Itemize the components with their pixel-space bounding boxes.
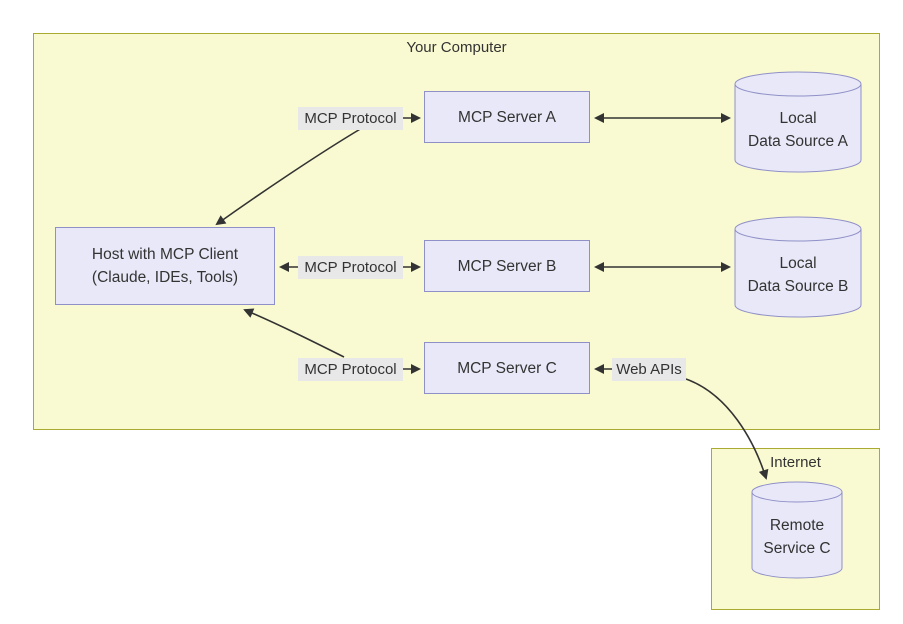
node-local-data-source-a-line2: Data Source A bbox=[748, 132, 848, 150]
node-local-data-source-b-line1: Local bbox=[779, 255, 817, 272]
database-cylinder-b bbox=[734, 216, 862, 318]
arrow-label-c-to-host bbox=[243, 308, 345, 358]
node-local-data-source-a-line1: Local bbox=[779, 110, 817, 127]
node-mcp-server-c: MCP Server C bbox=[424, 342, 590, 394]
node-mcp-server-b-label: MCP Server B bbox=[457, 257, 557, 275]
edge-label-mcp-protocol-a: MCP Protocol bbox=[298, 107, 403, 130]
group-internet: Internet bbox=[711, 448, 880, 610]
node-remote-service-c-line2: Service C bbox=[763, 539, 831, 557]
group-internet-title: Internet bbox=[770, 454, 821, 471]
edge-label-web-apis: Web APIs bbox=[612, 358, 686, 381]
node-local-data-source-a: Local Data Source A bbox=[735, 84, 861, 172]
node-mcp-server-a: MCP Server A bbox=[424, 91, 590, 143]
group-your-computer-title: Your Computer bbox=[406, 39, 507, 56]
node-remote-service-c: Remote Service C bbox=[752, 492, 842, 578]
arrow-host-to-label-a bbox=[215, 127, 363, 226]
node-local-data-source-b: Local Data Source B bbox=[735, 229, 861, 317]
database-cylinder-a bbox=[734, 71, 862, 173]
node-mcp-server-b: MCP Server B bbox=[424, 240, 590, 292]
node-mcp-server-a-label: MCP Server A bbox=[458, 108, 556, 126]
edge-label-mcp-protocol-b: MCP Protocol bbox=[298, 256, 403, 279]
node-local-data-source-b-line2: Data Source B bbox=[747, 277, 849, 295]
database-cylinder-remote bbox=[751, 481, 843, 579]
node-host-line1: Host with MCP Client bbox=[91, 246, 239, 263]
arrow-webapis-to-remote-service bbox=[685, 378, 769, 480]
node-remote-service-c-line1: Remote bbox=[769, 517, 825, 534]
node-host-line2: (Claude, IDEs, Tools) bbox=[91, 269, 239, 286]
node-mcp-server-c-label: MCP Server C bbox=[457, 359, 557, 377]
node-host-with-mcp-client: Host with MCP Client (Claude, IDEs, Tool… bbox=[55, 227, 275, 305]
edge-label-mcp-protocol-c: MCP Protocol bbox=[298, 358, 403, 381]
